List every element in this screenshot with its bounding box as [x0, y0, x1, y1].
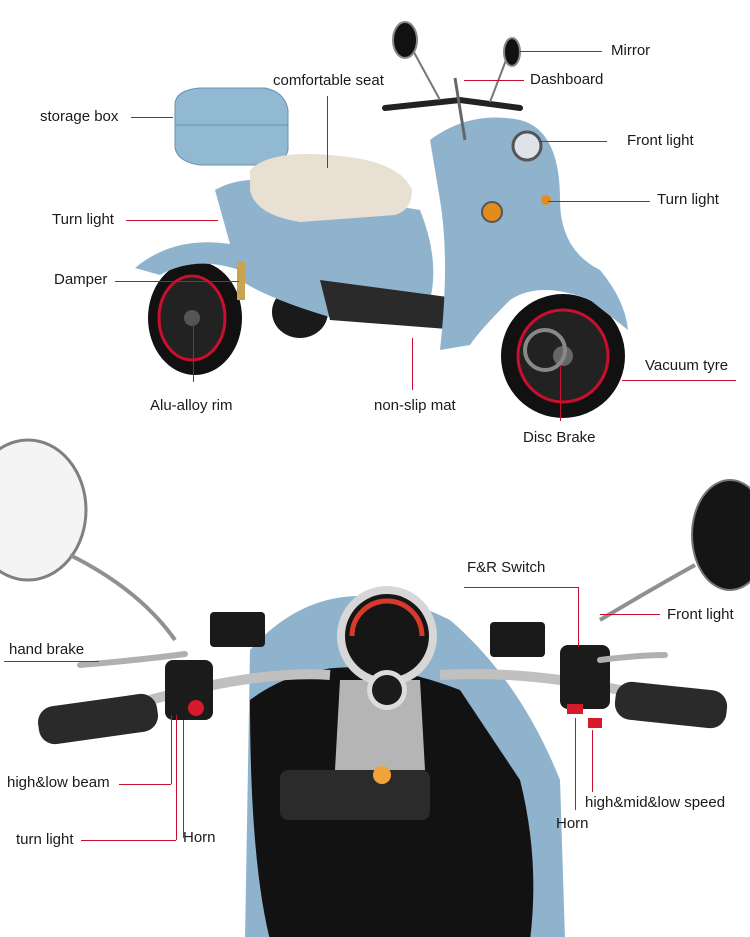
label-disc-brake: Disc Brake	[523, 429, 596, 446]
label-alu-alloy-rim: Alu-alloy rim	[150, 397, 233, 414]
leader-line	[592, 730, 593, 792]
leader-line	[183, 720, 184, 838]
label-non-slip-mat: non-slip mat	[374, 397, 456, 414]
scooter-side-view	[135, 21, 628, 418]
label-dashboard: Dashboard	[530, 71, 604, 88]
leader-line	[176, 715, 177, 840]
leader-line	[171, 715, 172, 784]
leader-line	[327, 96, 328, 168]
label-high-low-beam: high&low beam	[7, 774, 110, 791]
leader-line	[518, 51, 602, 52]
label-storage-box: storage box	[40, 108, 119, 125]
label-front-light: Front light	[627, 132, 694, 149]
leader-line	[115, 281, 239, 282]
leader-line	[412, 338, 413, 390]
leader-line	[575, 718, 576, 810]
label-vacuum-tyre: Vacuum tyre	[645, 357, 729, 374]
label-horn-left: Horn	[183, 829, 216, 846]
handlebar-closeup	[0, 438, 750, 937]
label-damper: Damper	[54, 271, 108, 288]
leader-line	[464, 80, 524, 81]
leader-line	[81, 840, 176, 841]
label-comfortable-seat: comfortable seat	[273, 72, 384, 89]
label-horn-right: Horn	[556, 815, 589, 832]
leader-line	[622, 380, 736, 381]
leader-line	[131, 117, 173, 118]
leader-line	[119, 784, 171, 785]
leader-line	[578, 587, 579, 647]
label-turn-light-right: Turn light	[657, 191, 719, 208]
leader-line	[464, 587, 579, 588]
leader-line	[548, 201, 650, 202]
leader-line	[193, 322, 194, 382]
label-turn-light-left: Turn light	[52, 211, 114, 228]
leader-line	[540, 141, 607, 142]
label-front-light-bottom: Front light	[667, 606, 734, 623]
leader-line	[600, 614, 660, 615]
label-hand-brake: hand brake	[9, 641, 85, 658]
leader-line	[560, 365, 561, 421]
label-turn-light-bottom: turn light	[16, 831, 74, 848]
label-fr-switch: F&R Switch	[467, 559, 546, 576]
label-mirror: Mirror	[611, 42, 651, 59]
leader-line	[126, 220, 218, 221]
leader-line	[4, 661, 99, 662]
label-speed-switch: high&mid&low speed	[585, 794, 726, 811]
